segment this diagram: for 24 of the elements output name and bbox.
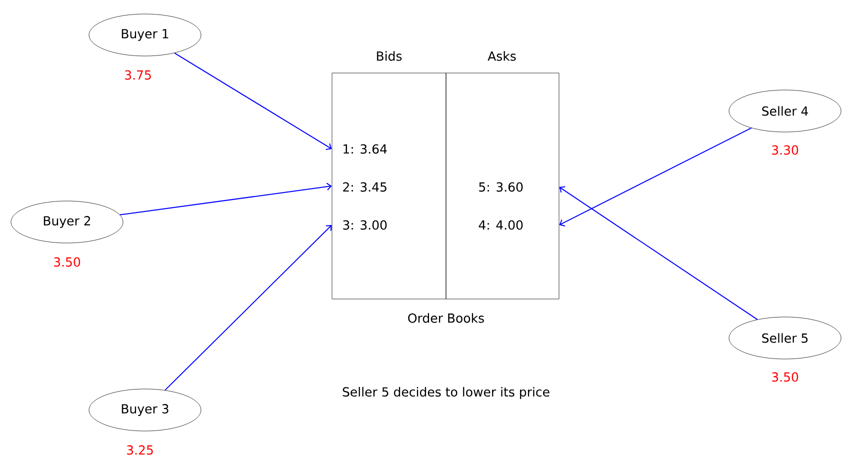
ellipse-node: Buyer 3 <box>88 388 202 432</box>
arrow <box>164 225 332 391</box>
order-entry: 3: 3.00 <box>343 220 387 230</box>
price-label: 3.25 <box>127 445 153 455</box>
price-label: 3.30 <box>772 145 798 155</box>
ellipse-node: Seller 4 <box>728 90 842 132</box>
price-label: 3.75 <box>125 70 151 80</box>
arrow <box>559 186 758 320</box>
order-entry: 5: 3.60 <box>479 182 523 192</box>
order-entry: 2: 3.45 <box>343 182 386 192</box>
arrow <box>119 182 332 216</box>
price-label: 3.50 <box>772 372 798 382</box>
price-label: 3.50 <box>54 257 80 267</box>
caption: Seller 5 decides to lower its price <box>342 386 550 400</box>
ellipse-node: Buyer 2 <box>10 200 124 244</box>
column-heading: Bids <box>376 51 402 61</box>
ellipse-node: Seller 5 <box>728 316 842 360</box>
book-label: Order Books <box>408 313 484 323</box>
arrow <box>559 127 752 226</box>
column-heading: Asks <box>488 51 516 61</box>
ellipse-node: Buyer 1 <box>88 14 202 56</box>
order-entry: 4: 4.00 <box>478 220 523 230</box>
arrow <box>174 52 332 150</box>
order-entry: 1: 3.64 <box>344 144 387 154</box>
